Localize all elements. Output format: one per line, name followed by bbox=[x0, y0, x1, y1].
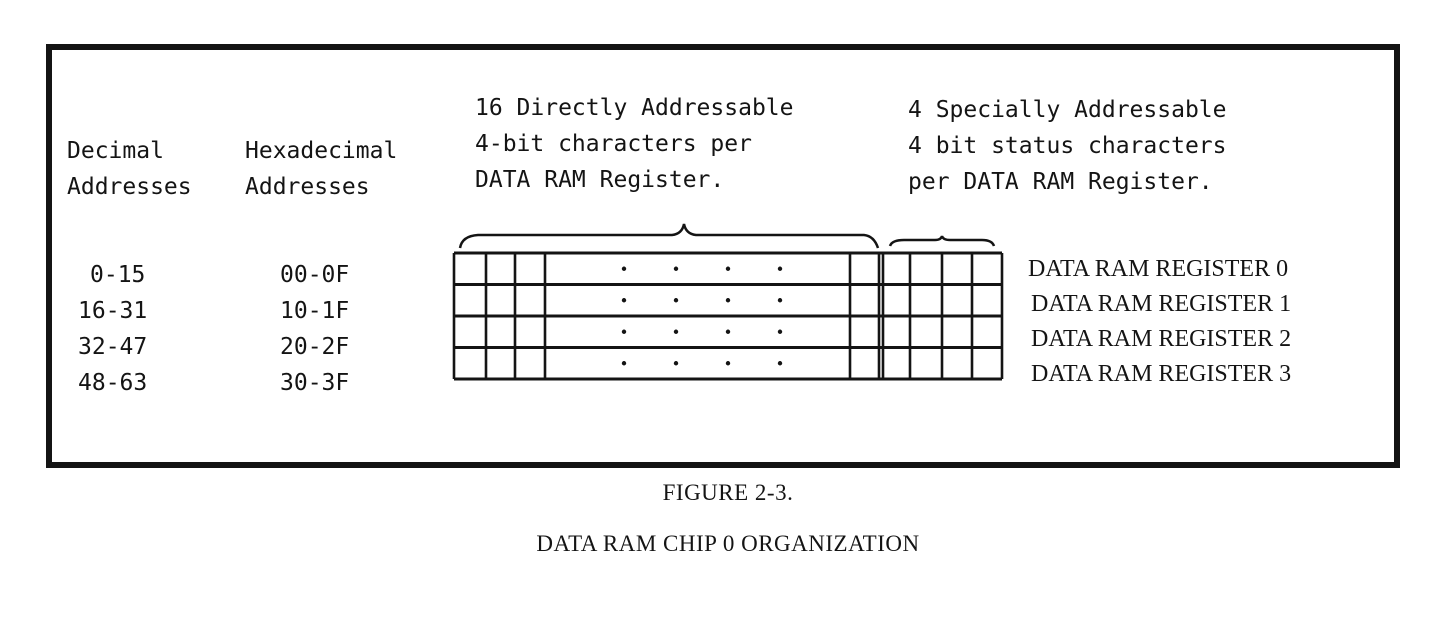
elided-cell-dot bbox=[777, 361, 783, 366]
elided-cell-dot bbox=[725, 266, 731, 271]
direct-characters-brace bbox=[458, 223, 880, 249]
status-description-line-2: 4 bit status characters bbox=[908, 133, 1227, 159]
register-label-1: DATA RAM REGISTER 1 bbox=[1031, 291, 1292, 317]
hex-address-0: 00-0F bbox=[280, 262, 350, 288]
hex-address-1: 10-1F bbox=[280, 298, 350, 324]
elided-cell-dot bbox=[777, 329, 783, 334]
decimal-address-3: 48-63 bbox=[78, 370, 148, 396]
hex-address-3: 30-3F bbox=[280, 370, 350, 396]
status-description-line-1: 4 Specially Addressable bbox=[908, 97, 1227, 123]
direct-description-line-2: 4-bit characters per bbox=[475, 131, 752, 157]
decimal-address-2: 32-47 bbox=[78, 334, 148, 360]
elided-cell-dot bbox=[673, 329, 679, 334]
hex-address-column: 00-0F 10-1F 20-2F 30-3F bbox=[280, 257, 349, 401]
hex-header: Hexadecimal Addresses bbox=[245, 133, 397, 205]
decimal-header: Decimal Addresses bbox=[67, 133, 192, 205]
elided-cell-dot bbox=[725, 329, 731, 334]
grid-lines bbox=[452, 251, 1004, 381]
status-characters-brace bbox=[888, 235, 996, 247]
decimal-header-line-1: Decimal bbox=[67, 138, 164, 164]
diagram-frame bbox=[46, 44, 1400, 468]
register-label-3: DATA RAM REGISTER 3 bbox=[1031, 361, 1292, 387]
elided-cell-dot bbox=[777, 266, 783, 271]
elided-cell-dot bbox=[621, 329, 627, 334]
decimal-header-line-2: Addresses bbox=[67, 174, 192, 200]
elided-cell-dot bbox=[621, 361, 627, 366]
elided-cell-dot bbox=[725, 298, 731, 303]
decimal-address-0: 0-15 bbox=[90, 262, 146, 288]
register-label-column: DATA RAM REGISTER 0 DATA RAM REGISTER 1 … bbox=[1028, 252, 1291, 392]
status-characters-description: 4 Specially Addressable 4 bit status cha… bbox=[908, 92, 1227, 200]
direct-characters-description: 16 Directly Addressable 4-bit characters… bbox=[475, 90, 794, 198]
decimal-address-column: 0-15 16-31 32-47 48-63 bbox=[78, 257, 147, 401]
elided-cell-dot bbox=[725, 361, 731, 366]
hex-header-line-1: Hexadecimal bbox=[245, 138, 398, 164]
elided-cell-dot bbox=[673, 298, 679, 303]
elided-cell-dots bbox=[621, 266, 783, 366]
elided-cell-dot bbox=[621, 298, 627, 303]
direct-description-line-1: 16 Directly Addressable bbox=[475, 95, 794, 121]
elided-cell-dot bbox=[673, 361, 679, 366]
decimal-address-1: 16-31 bbox=[78, 298, 148, 324]
register-label-0: DATA RAM REGISTER 0 bbox=[1028, 256, 1289, 282]
figure-title: DATA RAM CHIP 0 ORGANIZATION bbox=[536, 531, 920, 556]
direct-description-line-3: DATA RAM Register. bbox=[475, 167, 725, 193]
figure-number: FIGURE 2-3. bbox=[662, 480, 794, 505]
elided-cell-dot bbox=[621, 266, 627, 271]
elided-cell-dot bbox=[777, 298, 783, 303]
elided-cell-dot bbox=[673, 266, 679, 271]
register-label-2: DATA RAM REGISTER 2 bbox=[1031, 326, 1292, 352]
hex-header-line-2: Addresses bbox=[245, 174, 370, 200]
status-description-line-3: per DATA RAM Register. bbox=[908, 169, 1213, 195]
hex-address-2: 20-2F bbox=[280, 334, 350, 360]
